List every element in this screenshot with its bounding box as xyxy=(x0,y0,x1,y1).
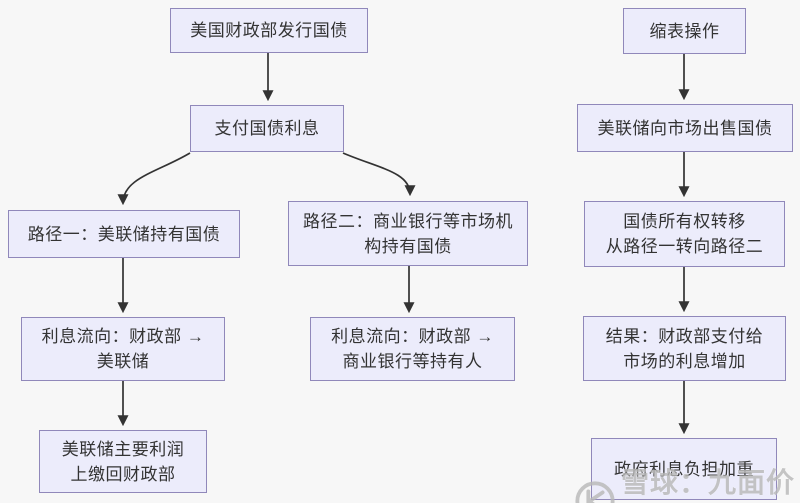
node-label: 缩表操作 xyxy=(649,21,720,41)
node-result-interest-paid-increases: 结果：财政部支付给 市场的利息增加 xyxy=(583,316,786,381)
node-label: 利息流向：财政部 → 美联储 xyxy=(41,327,205,371)
watermark: 雪球：九面价投 xyxy=(574,461,800,503)
arrow-pay-to-path2 xyxy=(342,152,416,197)
node-ownership-transfer: 国债所有权转移 从路径一转向路径二 xyxy=(584,201,785,267)
node-label: 结果：财政部支付给 市场的利息增加 xyxy=(605,326,764,371)
node-pay-bond-interest: 支付国债利息 xyxy=(190,105,344,152)
node-path2-banks-hold-bonds: 路径二：商业银行等市场机 构持有国债 xyxy=(288,201,528,266)
node-label: 美国财政部发行国债 xyxy=(190,21,348,40)
node-fed-sells-bonds: 美联储向市场出售国债 xyxy=(577,104,793,152)
node-interest-flow-to-banks: 利息流向：财政部 → 商业银行等持有人 xyxy=(310,317,515,381)
node-label: 国债所有权转移 从路径一转向路径二 xyxy=(605,212,764,256)
node-label: 政府利息负担加重 xyxy=(614,459,754,479)
node-label: 支付国债利息 xyxy=(214,119,320,138)
node-balance-sheet-reduction: 缩表操作 xyxy=(623,8,746,54)
node-government-burden-increases: 政府利息负担加重 xyxy=(591,438,777,500)
node-treasury-issues-bonds: 美国财政部发行国债 xyxy=(170,8,368,53)
arrow-pay-to-path1 xyxy=(117,152,191,206)
node-label: 路径一：美联储持有国债 xyxy=(27,224,221,244)
node-path1-fed-holds-bonds: 路径一：美联储持有国债 xyxy=(8,210,240,258)
watermark-text: 雪球：九面价投 xyxy=(621,467,796,498)
node-label: 美联储向市场出售国债 xyxy=(597,118,773,138)
node-label: 利息流向：财政部 → 商业银行等持有人 xyxy=(331,327,494,371)
node-interest-flow-to-fed: 利息流向：财政部 → 美联储 xyxy=(21,317,225,381)
node-fed-profit-returned: 美联储主要利润 上缴回财政部 xyxy=(39,430,207,493)
xueqiu-logo-icon xyxy=(575,481,615,503)
node-label: 美联储主要利润 上缴回财政部 xyxy=(61,439,185,484)
node-label: 路径二：商业银行等市场机 构持有国债 xyxy=(303,211,513,256)
